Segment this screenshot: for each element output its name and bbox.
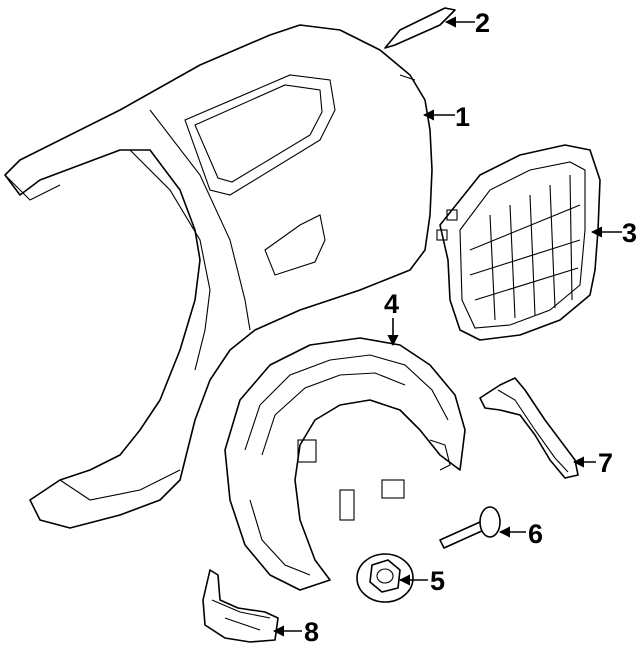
callout-5: 5	[430, 566, 445, 596]
vent-grille[interactable]	[436, 144, 601, 341]
callout-8: 8	[304, 617, 319, 647]
callout-1: 1	[455, 102, 470, 132]
nut[interactable]	[356, 553, 414, 603]
trim-molding[interactable]	[384, 7, 456, 49]
callout-4: 4	[384, 289, 399, 319]
bolt[interactable]	[439, 506, 501, 549]
callout-7: 7	[598, 448, 613, 478]
callout-6: 6	[528, 519, 543, 549]
bracket[interactable]	[479, 377, 579, 479]
quarter-panel[interactable]	[4, 24, 433, 529]
wheel-house-liner[interactable]	[224, 337, 466, 591]
mud-flap[interactable]	[202, 569, 279, 643]
callout-3: 3	[622, 218, 637, 248]
callout-2: 2	[475, 8, 490, 38]
